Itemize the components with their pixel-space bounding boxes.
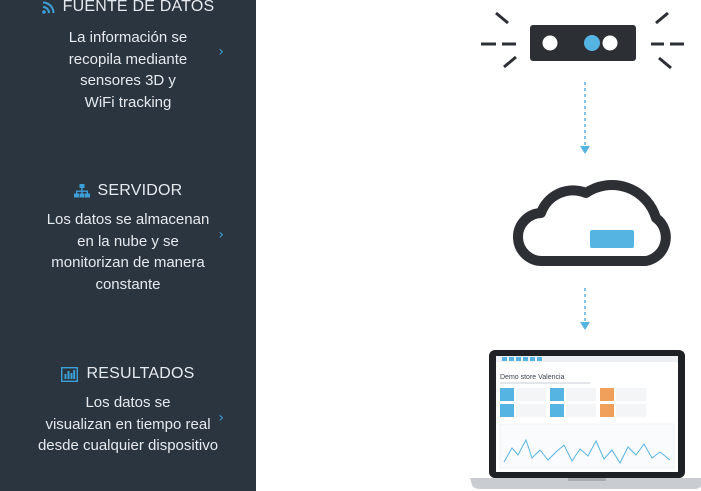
section-results[interactable]: RESULTADOS Los datos se visualizan en ti… bbox=[0, 365, 256, 457]
description-line: Los datos se almacenan bbox=[46, 211, 210, 228]
section-description: Los datos se visualizan en tiempo real d… bbox=[0, 392, 256, 457]
chart-icon bbox=[61, 366, 79, 382]
sidebar: FUENTE DE DATOS La información se recopi… bbox=[0, 0, 256, 491]
section-title: RESULTADOS bbox=[0, 365, 256, 383]
flow-diagram: Demo store Valencia bbox=[470, 11, 701, 489]
description-line: constante bbox=[95, 275, 161, 293]
section-server[interactable]: SERVIDOR Los datos se almacenan en la nu… bbox=[0, 182, 256, 295]
description-line: en la nube y se bbox=[77, 232, 179, 250]
description-line: La información se bbox=[68, 29, 188, 46]
rss-icon bbox=[41, 1, 55, 14]
chevron-right-icon[interactable]: › bbox=[218, 227, 224, 243]
description-line: recopila mediante bbox=[68, 50, 188, 68]
cloud-icon bbox=[513, 180, 671, 266]
chevron-right-icon[interactable]: › bbox=[218, 410, 224, 426]
sensor-icon bbox=[481, 11, 684, 70]
section-title-text: FUENTE DE DATOS bbox=[62, 0, 215, 15]
chevron-right-icon[interactable]: › bbox=[218, 44, 224, 60]
section-title: FUENTE DE DATOS bbox=[0, 0, 256, 16]
section-description: La información se recopila mediante sens… bbox=[0, 27, 256, 113]
description-line: sensores 3D y bbox=[80, 72, 176, 89]
dashboard-title: Demo store Valencia bbox=[500, 374, 565, 381]
description-line: WiFi tracking bbox=[84, 93, 172, 111]
section-title-text: RESULTADOS bbox=[86, 365, 195, 382]
section-data-source[interactable]: FUENTE DE DATOS La información se recopi… bbox=[0, 0, 256, 113]
arrow-down-icon bbox=[580, 82, 590, 154]
description-line: Los datos se bbox=[85, 394, 171, 411]
section-description: Los datos se almacenan en la nube y se m… bbox=[0, 209, 256, 295]
description-line: visualizan en tiempo real bbox=[45, 415, 211, 433]
description-line: desde cualquier dispositivo bbox=[37, 437, 219, 454]
arrow-down-icon bbox=[580, 288, 590, 330]
section-title: SERVIDOR bbox=[0, 182, 256, 200]
network-icon bbox=[73, 184, 90, 198]
laptop-icon: Demo store Valencia bbox=[470, 350, 701, 489]
section-title-text: SERVIDOR bbox=[97, 182, 183, 199]
description-line: monitorizan de manera bbox=[51, 254, 205, 271]
